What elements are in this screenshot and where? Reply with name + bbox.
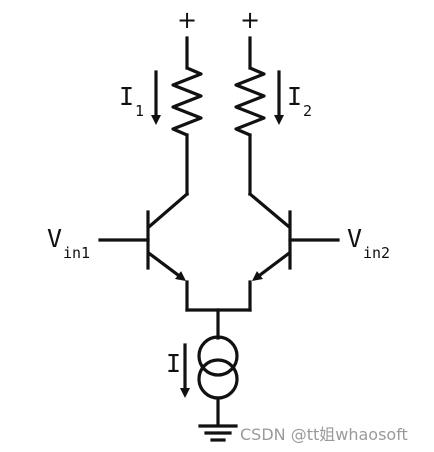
left-load-resistor [171, 36, 203, 196]
i1-label: I [119, 82, 134, 111]
right-npn-transistor [247, 191, 340, 312]
i2-label: I [287, 82, 302, 111]
ground-icon [198, 424, 238, 442]
tail-current-label: I [166, 349, 181, 378]
vin2-subscript: in2 [363, 244, 390, 262]
left-npn-transistor [98, 191, 190, 312]
vin1-subscript: in1 [63, 244, 90, 262]
right-load-resistor [234, 36, 266, 196]
watermark: CSDN @tt姐whaosoft [240, 425, 408, 444]
i2-subscript: 2 [303, 102, 312, 120]
vin1-label: V [47, 224, 62, 253]
right-supply-plus: + [240, 6, 260, 34]
emitter-tail-node [185, 308, 252, 340]
tail-current-source [197, 335, 239, 426]
left-supply-plus: + [177, 6, 197, 34]
i1-subscript: 1 [135, 102, 144, 120]
vin2-label: V [347, 224, 362, 253]
